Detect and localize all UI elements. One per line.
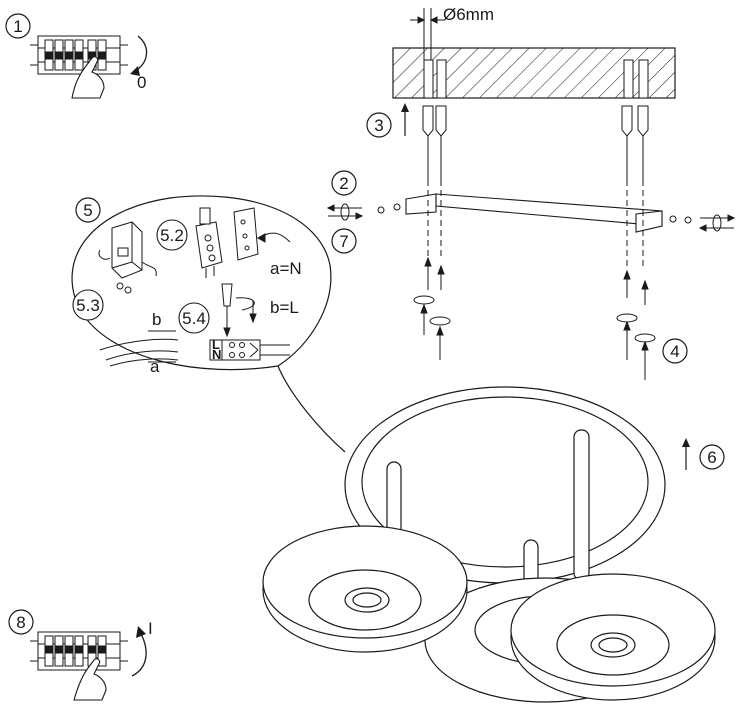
screws-and-washers <box>413 256 656 380</box>
washer-icon <box>429 316 451 326</box>
lamp-disc-right-hole-inner <box>598 637 628 653</box>
wall-plug-icon <box>422 105 434 137</box>
drill-hole <box>623 59 634 99</box>
lamp-stem-right <box>573 429 590 581</box>
rotate-up-arrow-icon <box>131 631 147 677</box>
screwdriver-icon <box>221 283 257 338</box>
terminal-cover-icon <box>233 207 291 261</box>
wall-plugs <box>422 105 649 137</box>
connector-box-icon <box>98 221 157 294</box>
terminal-strip-icon <box>209 339 290 361</box>
step-5-3-badge <box>72 289 104 321</box>
up-arrowhead-icon <box>682 438 690 447</box>
breaker-panel-on-icon <box>30 631 128 671</box>
diameter-dimension <box>410 8 445 60</box>
step-5-badge <box>75 197 101 223</box>
step-8-number: 8 <box>16 613 25 632</box>
screw-rotate-left-icon <box>326 203 364 221</box>
nut-icon <box>684 216 692 224</box>
drill-holes <box>423 59 649 99</box>
step-1-badge <box>5 13 31 39</box>
rotate-up-arrowhead-icon <box>136 626 146 638</box>
step-3-number: 3 <box>374 116 383 135</box>
step-5-group: 5 5.2 5.3 5.4 <box>71 195 346 453</box>
wire-a-sheath <box>109 358 179 367</box>
step-4-badge <box>662 338 688 364</box>
switch-off-label: 0 <box>137 73 146 92</box>
step-5-2-badge <box>156 219 188 251</box>
terminal-n-label: N <box>212 347 221 362</box>
drill-hole <box>436 59 447 99</box>
wire-b-l-label: b=L <box>270 298 299 317</box>
ceiling-lamp <box>262 386 716 703</box>
wire-b <box>99 338 179 351</box>
rotate-down-arrow-icon <box>133 35 148 73</box>
wire-a-label: a <box>150 357 160 376</box>
step-1-group: 1 0 <box>5 13 148 99</box>
drill-hole <box>423 59 434 99</box>
step-3-badge <box>366 112 392 138</box>
wall-plug-icon <box>621 105 633 137</box>
step-5-4-badge <box>178 302 210 334</box>
bracket-dashed-guides <box>427 180 644 270</box>
step-3-group: Ø6mm 3 <box>366 5 676 180</box>
step-2-badge <box>331 170 357 196</box>
step-7-badge <box>331 228 357 254</box>
switch-on-label: I <box>148 619 153 638</box>
step-5-2-number: 5.2 <box>160 226 184 245</box>
nut-icon <box>669 215 677 223</box>
step-5-3-number: 5.3 <box>76 296 100 315</box>
small-screws <box>377 203 692 224</box>
step-6-number: 6 <box>707 448 716 467</box>
plug-guide-lines <box>427 136 644 180</box>
wall-plug-icon <box>637 105 649 137</box>
step-6-group: 6 <box>262 386 725 703</box>
screw-rotate-right-icon <box>698 214 736 232</box>
hand-on-icon <box>73 658 107 701</box>
terminal-l-label: L <box>212 337 220 352</box>
step-4-number: 4 <box>670 342 679 361</box>
step-8-group: 8 I <box>8 609 153 701</box>
bracket-right-end <box>635 210 663 233</box>
lamp-disc-left-hole-inner <box>352 592 382 608</box>
washer-icon <box>413 295 435 305</box>
mounting-bracket <box>435 193 663 227</box>
drill-diameter-label: Ø6mm <box>443 5 494 24</box>
up-arrowhead-icon <box>401 103 409 112</box>
nut-icon <box>377 206 385 214</box>
drill-hole <box>638 59 649 99</box>
step-7-number: 7 <box>339 232 348 251</box>
wire-a <box>105 350 179 361</box>
step-5-number: 5 <box>83 201 92 220</box>
wire-b-label: b <box>152 310 161 329</box>
bracket-left-end <box>405 193 437 215</box>
nut-icon <box>393 203 401 211</box>
step-6-badge <box>699 444 725 470</box>
terminal-block-icon <box>195 207 223 278</box>
rotate-down-arrowhead-icon <box>130 66 140 76</box>
step-1-number: 1 <box>13 17 22 36</box>
step-2-7-group: 2 7 <box>326 170 736 270</box>
step-5-4-number: 5.4 <box>182 309 206 328</box>
hand-off-icon <box>71 56 105 99</box>
step-2-number: 2 <box>339 174 348 193</box>
step-4-group: 4 <box>413 256 688 380</box>
wire-a-n-label: a=N <box>270 259 302 278</box>
breaker-panel-off-icon <box>30 35 128 75</box>
step-8-badge <box>8 609 34 635</box>
wall-plug-icon <box>435 105 447 137</box>
